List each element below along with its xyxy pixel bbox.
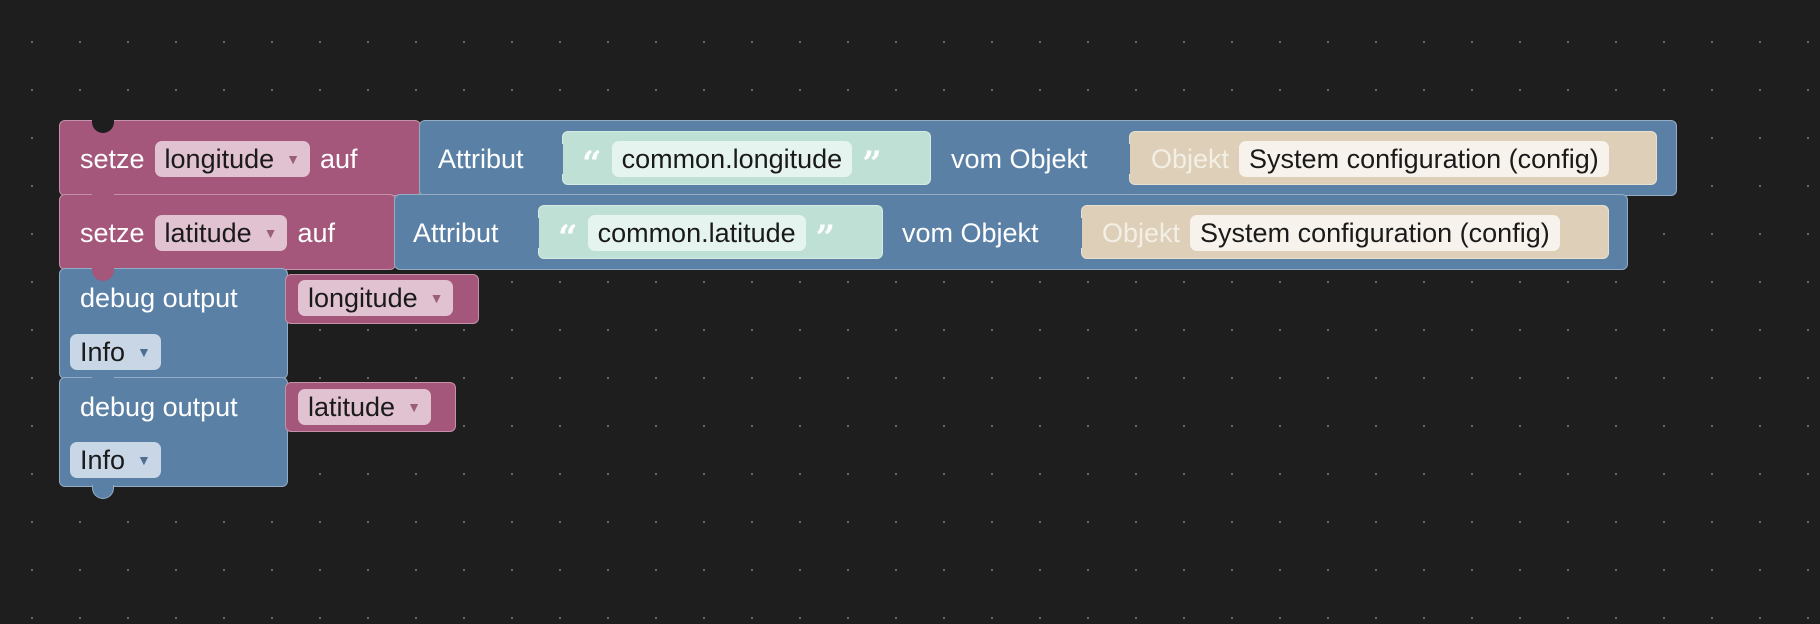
caret-down-icon: ▼ [429,290,444,306]
log-level-value: Info [80,444,126,475]
input-connector [1070,218,1082,248]
variable-dropdown-latitude[interactable]: latitude ▼ [154,215,288,251]
set-longitude-row: setze longitude ▼ auf [80,139,358,179]
input-connector [551,144,563,174]
attribute-label: Attribut [413,217,499,248]
attribute-label-row: Attribut [413,213,499,253]
input-connector [405,138,417,168]
caret-down-icon: ▼ [137,344,151,360]
variable-name: longitude [308,282,418,313]
input-connector [527,218,539,248]
block-connector-notch [92,376,114,390]
log-level-dropdown[interactable]: Info ▼ [70,442,161,478]
close-quote-icon: ” [862,144,882,184]
caret-down-icon: ▼ [286,151,301,167]
attribute-label-row: Attribut [438,139,524,179]
set-label: setze [80,217,145,248]
block-bottom-notch [92,485,114,499]
caret-down-icon: ▼ [263,225,278,241]
block-connector-notch [92,267,114,281]
object-row: Objekt System configuration (config) [1102,213,1560,253]
debug-latitude-level-row: Info ▼ [70,440,161,480]
set-latitude-row: setze latitude ▼ auf [80,213,335,253]
block-connector-notch [92,193,114,207]
caret-down-icon: ▼ [137,452,151,468]
attribute-label: Attribut [438,143,524,174]
variable-dropdown-longitude[interactable]: longitude ▼ [298,280,454,316]
variable-name: longitude [164,143,275,174]
input-connector [272,284,284,314]
text-row: “ common.longitude ” [582,139,882,184]
from-object-row: vom Objekt [951,139,1088,179]
debug-longitude-var-row: longitude ▼ [298,278,454,318]
variable-dropdown-longitude[interactable]: longitude ▼ [154,141,311,177]
input-connector [380,212,392,242]
open-quote-icon: “ [582,144,602,184]
debug-output-label: debug output [80,282,238,313]
object-row: Objekt System configuration (config) [1151,139,1609,179]
to-label: auf [320,143,358,174]
variable-name: latitude [164,217,252,248]
text-field-longitude[interactable]: common.longitude [611,141,853,177]
text-row: “ common.latitude ” [558,213,836,258]
debug-longitude-row: debug output [80,278,238,318]
from-object-row: vom Objekt [902,213,1039,253]
from-object-label: vom Objekt [902,217,1039,248]
debug-latitude-row: debug output [80,387,238,427]
object-id-field[interactable]: System configuration (config) [1239,141,1609,177]
object-id-field[interactable]: System configuration (config) [1190,215,1560,251]
caret-down-icon: ▼ [407,399,421,415]
input-connector [1118,144,1130,174]
variable-dropdown-latitude[interactable]: latitude ▼ [298,389,431,425]
log-level-dropdown[interactable]: Info ▼ [70,334,161,370]
debug-latitude-var-row: latitude ▼ [298,387,431,427]
object-label: Objekt [1151,143,1230,174]
debug-longitude-level-row: Info ▼ [70,332,161,372]
block-top-notch [92,119,114,133]
variable-name: latitude [308,391,396,422]
open-quote-icon: “ [558,218,578,258]
set-label: setze [80,143,145,174]
to-label: auf [297,217,336,248]
text-field-latitude[interactable]: common.latitude [587,215,806,251]
input-connector [272,392,284,422]
object-label: Objekt [1102,217,1181,248]
debug-output-label: debug output [80,391,238,422]
log-level-value: Info [80,336,126,367]
from-object-label: vom Objekt [951,143,1088,174]
close-quote-icon: ” [815,218,836,258]
